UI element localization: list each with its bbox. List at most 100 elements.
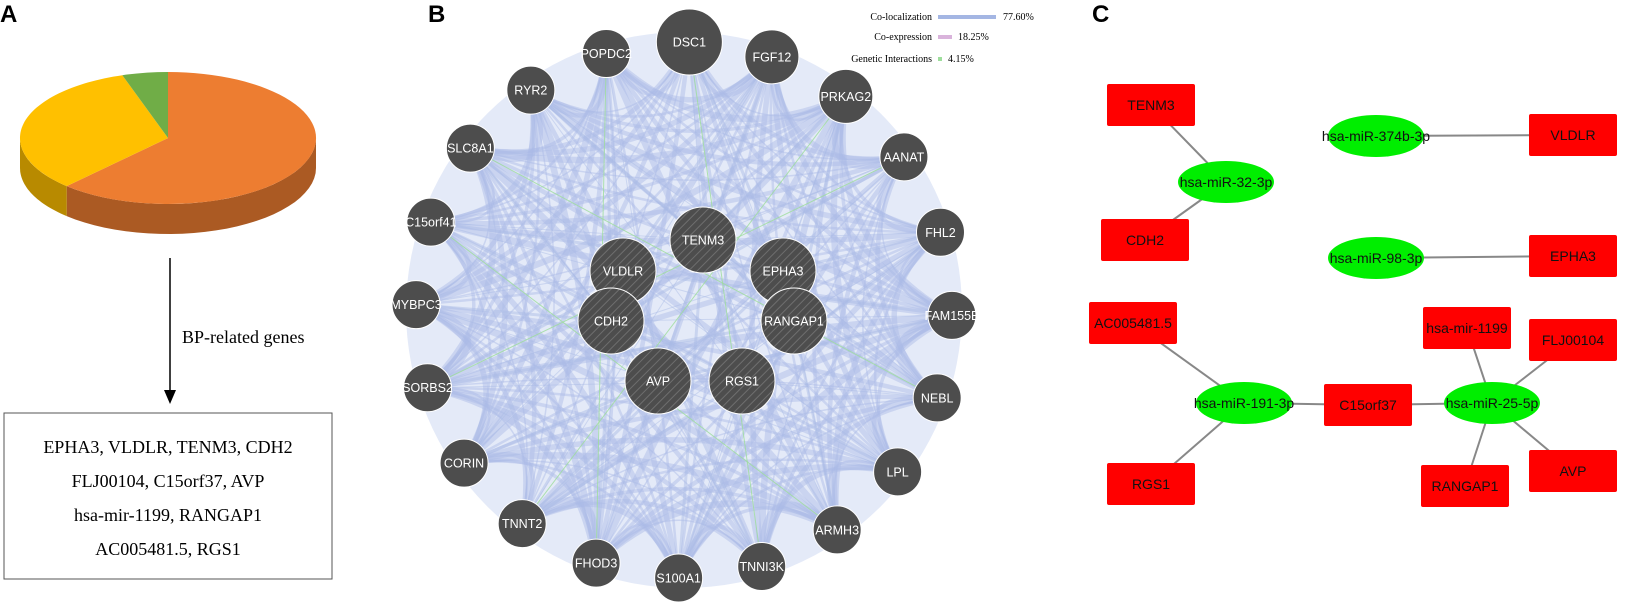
network-edge [678,380,743,579]
gene-node-label: MYBPC3 [390,298,441,312]
gene-node: S100A1 [654,553,704,603]
gene-box [3,412,333,580]
legend-label: Co-expression [874,32,932,43]
network-edge [677,56,774,579]
network-edge [429,220,682,579]
network-edge [677,320,796,579]
target-gene-box [1529,450,1617,492]
query-gene-circle [624,347,692,415]
network-edge [415,303,680,579]
network-edge [677,467,898,579]
gene-node-circle [581,29,631,79]
target-gene-label: AVP [1560,463,1587,479]
network-edge [461,147,508,465]
network-edge [528,87,953,319]
network-edge [593,94,849,565]
gene-node-label: FHL2 [925,226,956,240]
network-edge [463,452,839,533]
gene-node-label: NEBL [921,391,954,405]
gene-node: TNNT2 [497,499,547,549]
network-edge [605,52,904,161]
network-edge [468,145,840,533]
gene-node-label: FAM155B [925,309,980,323]
query-gene-label: VLDLR [603,265,643,279]
gene-node: FGF12 [744,29,800,85]
gene-node-circle [403,363,453,413]
gene-node-label: C15orf41 [405,216,456,230]
network-edge [430,53,608,224]
network-edge [687,41,764,567]
mirna-ellipse [1328,115,1424,157]
network-edge [604,51,774,103]
panel-label-b: B [428,1,445,28]
network-edge [415,93,848,308]
network-edge [594,395,938,565]
query-gene-node: CDH2 [577,287,645,355]
network-edge [862,156,905,473]
gene-node-circle [744,29,800,85]
gene-node: POPDC2 [581,29,632,79]
gene-node-label: ARMH3 [815,523,859,537]
pie-slice-side [66,138,316,234]
gene-node-label: SLC8A1 [447,142,494,156]
target-gene-node: RANGAP1 [1421,465,1509,507]
target-gene-node: hsa-mir-1199 [1423,307,1511,349]
target-gene-box [1324,384,1412,426]
panel-label-c: C [1092,1,1109,28]
gene-line: FLJ00104, C15orf37, AVP [72,471,265,491]
query-gene-node: EPHA3 [749,237,817,305]
gene-node-circle [406,197,456,247]
gene-node: SLC8A1 [445,123,495,173]
network-edge [839,96,941,235]
gene-node-circle [927,290,977,340]
arrow-label: BP-related genes [182,327,304,347]
network-edge [521,487,838,532]
network-edge [770,56,939,399]
network-edge [430,221,704,241]
panel-label-a: A [0,1,17,28]
network-edge-genetic [521,96,847,524]
network-edge-genetic [427,156,905,389]
gene-line: hsa-mir-1199, RANGAP1 [74,505,262,525]
gene-node-label: TNNI3K [739,560,784,574]
network-edge [830,95,901,474]
mirna-node: hsa-miR-98-3p [1328,237,1424,279]
network-edge [426,238,704,390]
network-edge [603,52,900,474]
legend-pct: 4.15% [948,54,974,65]
network-edge [463,89,540,464]
query-gene-label: EPHA3 [763,265,804,279]
network-edge [521,239,704,524]
target-gene-label: RANGAP1 [1432,478,1499,494]
network-edge [881,156,953,317]
gene-line: EPHA3, VLDLR, TENM3, CDH2 [43,437,292,457]
target-gene-label: TENM3 [1127,97,1175,113]
mirna-ellipse [1328,237,1424,279]
arrow-head [164,390,176,404]
gene-node-label: FGF12 [752,50,791,64]
network-edge [622,156,905,272]
network-edge [430,41,691,223]
legend-label: Genetic Interactions [851,54,932,65]
network-edge [415,41,692,307]
pie-chart [19,71,317,234]
network-edge [832,312,954,531]
network-edge [426,312,953,391]
network-edge [430,218,953,319]
gene-node-circle [445,123,495,173]
gene-node-label: TNNT2 [502,517,542,531]
gene-node: PRKAG2 [818,68,874,124]
network-edge [529,89,899,473]
legend-pct: 77.60% [1003,12,1034,23]
network-edge [425,146,497,390]
gene-line: AC005481.5, RGS1 [95,539,241,559]
gene-node-circle [391,280,441,330]
network-edge [414,302,528,524]
gene-node: ARMH3 [812,505,862,555]
mirna-label: hsa-miR-191-3p [1194,395,1295,411]
network-edge [688,41,838,531]
network-edge [426,220,476,390]
network-edge [759,395,938,567]
network-edge [463,460,680,579]
query-gene-node: AVP [624,347,692,415]
